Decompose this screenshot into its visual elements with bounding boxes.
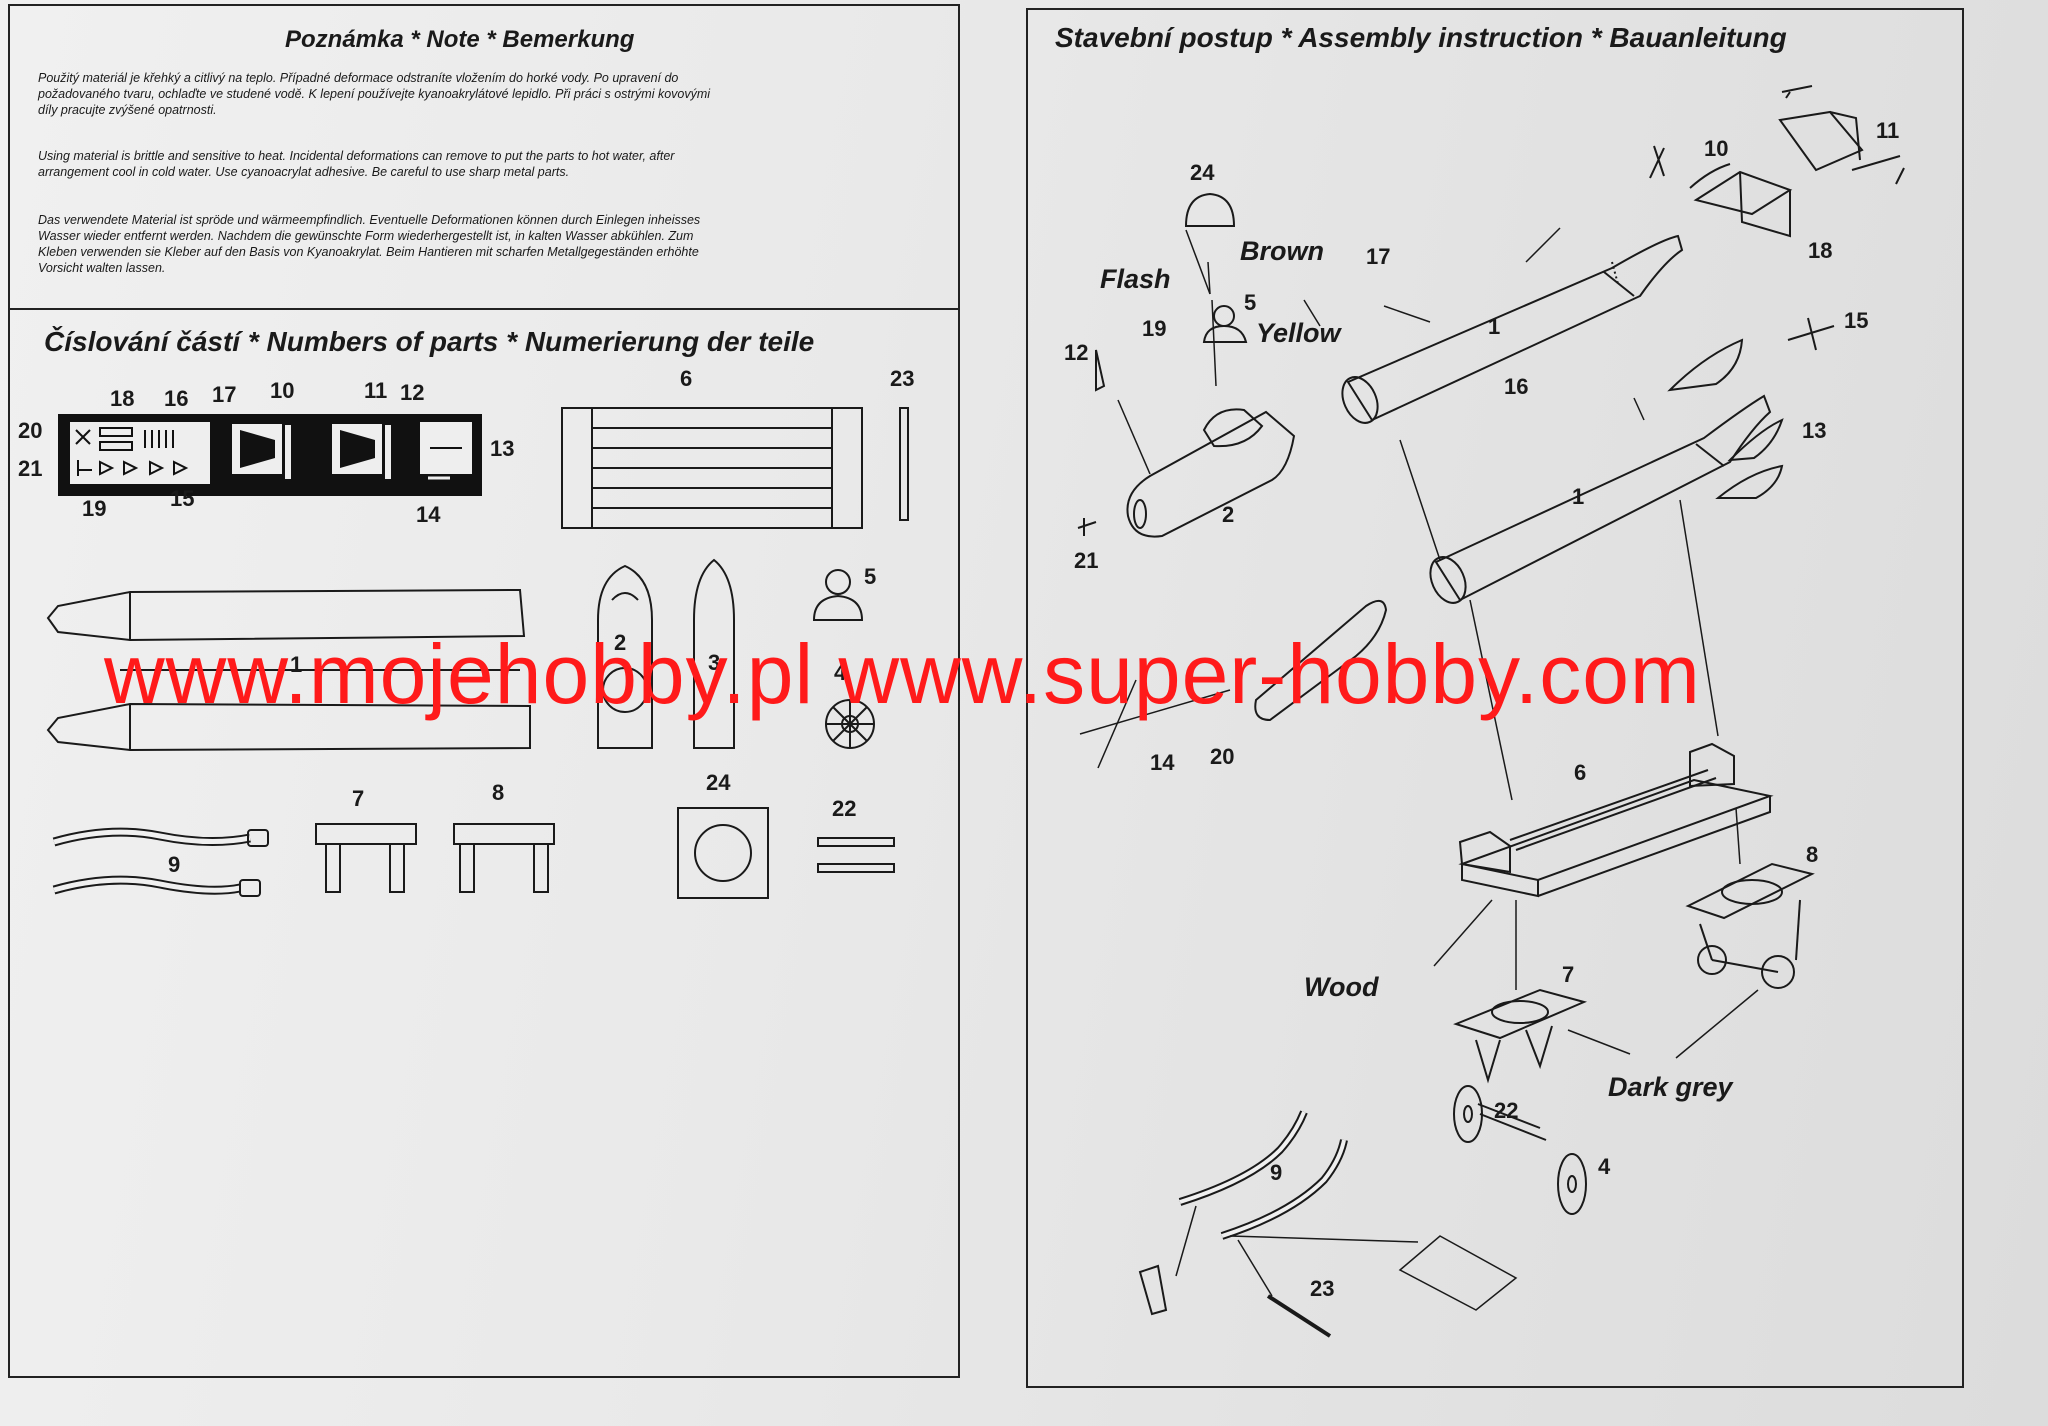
parts-label-20: 20 [18, 418, 43, 443]
assembly-panel [1026, 8, 1964, 1388]
note-title: Poznámka * Note * Bemerkung [285, 26, 635, 53]
part-24-canopy-sheet [677, 807, 769, 899]
parts-label-11: 11 [364, 378, 388, 403]
assembly-stand-7 [1453, 988, 1588, 1084]
parts-label-1: 1 [290, 652, 303, 677]
part-7-stand [315, 823, 417, 893]
parts-label-2: 2 [614, 630, 627, 655]
assembly-title: Stavební postup * Assembly instruction *… [1055, 22, 1787, 53]
assembly-rod-23 [1266, 1235, 1518, 1338]
assembly-label-7: 7 [1562, 962, 1575, 987]
parts-label-10: 10 [270, 378, 295, 403]
note-text-english: Using material is brittle and sensitive … [38, 149, 675, 179]
assembly-label-21: 21 [1074, 548, 1099, 573]
assembly-cart-8 [1685, 862, 1815, 989]
assembly-label-4: 4 [1598, 1154, 1611, 1179]
parts-label-19: 19 [82, 496, 107, 521]
assembly-label-10: 10 [1704, 136, 1729, 161]
parts-label-4: 4 [834, 660, 847, 685]
assembly-label-18: 18 [1808, 238, 1833, 263]
assembly-fuselage-bottom [1429, 394, 1772, 604]
assembly-label-1-bottom: 1 [1572, 484, 1585, 509]
parts-label-17: 17 [212, 382, 237, 407]
part-8-stand [453, 823, 555, 893]
assembly-part-21 [1077, 518, 1097, 536]
part-5-pilot [812, 569, 864, 621]
color-label-wood: Wood [1304, 972, 1379, 1002]
watermark: www.mojehobby.pl www.super-hobby.com [104, 627, 1701, 721]
assembly-label-24: 24 [1190, 160, 1215, 185]
parts-label-16: 16 [164, 386, 189, 411]
assembly-label-1-top: 1 [1488, 314, 1501, 339]
assembly-nose-2 [1126, 408, 1296, 538]
part-9-hoses [52, 827, 269, 897]
parts-label-15: 15 [170, 486, 195, 511]
assembly-leader-lines [1079, 227, 1759, 1297]
assembly-pilot [1202, 305, 1248, 343]
note-panel [8, 4, 960, 310]
assembly-label-14: 14 [1150, 750, 1175, 775]
assembly-label-17: 17 [1366, 244, 1391, 269]
part-6-bench [561, 407, 863, 529]
note-text-czech: Použitý materiál je křehký a citlivý na … [38, 71, 711, 117]
parts-label-13: 13 [490, 436, 515, 461]
assembly-bench-6 [1458, 742, 1774, 898]
parts-label-3: 3 [708, 650, 721, 675]
color-label-flash: Flash [1100, 264, 1171, 294]
parts-label-23: 23 [890, 366, 915, 391]
part-22-axles [817, 837, 895, 873]
assembly-label-12: 12 [1064, 340, 1089, 365]
assembly-label-11: 11 [1876, 118, 1900, 143]
parts-label-5: 5 [864, 564, 877, 589]
assembly-label-22: 22 [1494, 1098, 1519, 1123]
color-label-yellow: Yellow [1256, 318, 1341, 348]
assembly-wheels [1453, 1085, 1587, 1215]
assembly-fuselage-top [1341, 234, 1684, 424]
parts-label-6: 6 [680, 366, 693, 391]
photo-etch-fret [58, 414, 482, 496]
assembly-label-20: 20 [1210, 744, 1235, 769]
parts-title: Číslování částí * Numbers of parts * Num… [44, 326, 815, 357]
assembly-label-9: 9 [1270, 1160, 1283, 1185]
parts-label-18: 18 [110, 386, 135, 411]
assembly-nose-3 [1254, 599, 1388, 722]
assembly-label-2: 2 [1222, 502, 1235, 527]
assembly-hoses-9 [1138, 1110, 1348, 1316]
assembly-label-6: 6 [1574, 760, 1587, 785]
part-23-rod [899, 407, 909, 521]
part-3-nose [693, 558, 735, 749]
color-label-brown: Brown [1240, 236, 1324, 266]
assembly-label-23: 23 [1310, 1276, 1335, 1301]
assembly-label-8: 8 [1806, 842, 1819, 867]
note-text-german: Das verwendete Material ist spröde und w… [38, 213, 701, 275]
assembly-label-5: 5 [1244, 290, 1257, 315]
parts-label-8: 8 [492, 780, 505, 805]
color-label-dark-grey: Dark grey [1608, 1072, 1733, 1102]
parts-label-24: 24 [706, 770, 731, 795]
parts-label-22: 22 [832, 796, 857, 821]
parts-label-21: 21 [18, 456, 43, 481]
parts-label-12: 12 [400, 380, 425, 405]
assembly-label-19: 19 [1142, 316, 1167, 341]
assembly-part-12 [1095, 349, 1106, 392]
assembly-label-15: 15 [1844, 308, 1869, 333]
parts-label-14: 14 [416, 502, 441, 527]
assembly-fins [1667, 317, 1835, 499]
assembly-label-16: 16 [1504, 374, 1529, 399]
assembly-canopy-24 [1184, 192, 1236, 227]
part-1-fuselage-halves [46, 588, 531, 752]
assembly-tail-parts [1649, 85, 1905, 238]
parts-label-7: 7 [352, 786, 365, 811]
parts-panel [8, 308, 960, 1378]
assembly-label-13: 13 [1802, 418, 1827, 443]
parts-label-9: 9 [168, 852, 181, 877]
part-4-wheel [825, 699, 875, 749]
part-2-nose [597, 564, 653, 749]
